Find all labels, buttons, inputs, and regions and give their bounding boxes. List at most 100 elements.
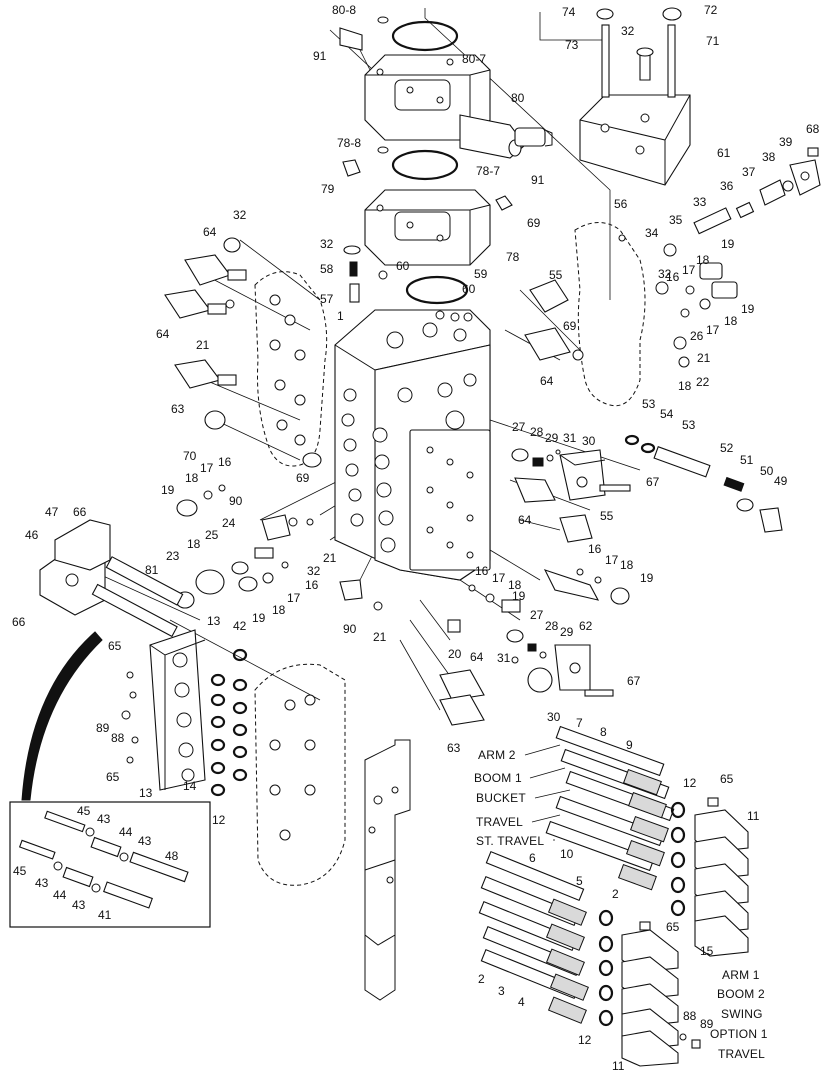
part-label: 88 [111, 731, 125, 745]
part-label: 51 [740, 453, 754, 467]
curved-arrow-indicator [21, 631, 103, 801]
o-ring-grid [210, 648, 248, 797]
left-section-block [39, 519, 206, 791]
group-labels-lower: ARM 1 BOOM 2 SWING OPTION 1 TRAVEL [710, 968, 768, 1061]
part-label: 59 [474, 267, 488, 281]
part-label: 5 [576, 874, 583, 888]
group-label-boom-2: BOOM 2 [717, 987, 765, 1001]
part-label: 2 [478, 972, 485, 986]
part-label: 89 [700, 1017, 714, 1031]
part-label: 88 [683, 1009, 697, 1023]
part-label: 43 [72, 898, 86, 912]
part-label: 32 [320, 237, 334, 251]
part-label: 64 [540, 374, 554, 388]
part-label: 10 [560, 847, 574, 861]
part-label: 21 [196, 338, 210, 352]
part-label: 90 [229, 494, 243, 508]
part-labels-center-right: 53 54 53 52 51 50 49 27 28 29 31 30 67 6… [512, 397, 788, 585]
part-label: 41 [98, 908, 112, 922]
spool-plate-upper [364, 739, 411, 946]
spools-lower-group [364, 850, 589, 1024]
part-label: 44 [119, 825, 133, 839]
group-label-bucket: BUCKET [476, 791, 526, 805]
part-label: 19 [721, 237, 735, 251]
top-cover-80 [339, 16, 553, 159]
part-label: 37 [742, 165, 756, 179]
part-label: 13 [207, 614, 221, 628]
part-label: 18 [620, 558, 634, 572]
part-label: 68 [806, 122, 820, 136]
group-label-option-1: OPTION 1 [710, 1027, 768, 1041]
part-label: 90 [343, 622, 357, 636]
part-labels-center: 32 58 57 60 59 60 1 55 32 16 19 17 18 19… [320, 237, 755, 393]
part-label: 78-7 [476, 164, 500, 178]
part-label: 45 [13, 864, 27, 878]
part-label: 78-8 [337, 136, 361, 150]
part-label: 16 [666, 270, 680, 284]
part-label: 52 [720, 441, 734, 455]
part-label: 19 [252, 611, 266, 625]
part-label: 67 [627, 674, 641, 688]
caps-11-upper [670, 797, 749, 957]
group-label-travel-lower: TRAVEL [718, 1047, 765, 1061]
part-label: 27 [512, 420, 526, 434]
part-label: 91 [313, 49, 327, 63]
part-label: 32 [307, 564, 321, 578]
group-labels-upper: ARM 2 BOOM 1 BUCKET TRAVEL ST. TRAVEL [474, 744, 571, 848]
part-label: 43 [35, 876, 49, 890]
part-label: 69 [527, 216, 541, 230]
stud-57-58 [343, 245, 361, 303]
part-label: 21 [323, 551, 337, 565]
part-label: 58 [320, 262, 334, 276]
part-label: 11 [612, 1059, 625, 1073]
part-label: 15 [700, 944, 714, 958]
part-label: 28 [545, 619, 559, 633]
part-label: 64 [203, 225, 217, 239]
center-right-parts [511, 279, 783, 543]
part-labels-center-left: 90 24 25 18 23 81 19 18 17 16 32 21 90 2… [145, 494, 387, 644]
group-label-arm-2: ARM 2 [478, 748, 516, 762]
part-label: 16 [218, 455, 232, 469]
part-label: 30 [547, 710, 561, 724]
part-label: 65 [666, 920, 680, 934]
part-labels-spools-upper: 7 8 9 12 65 11 6 10 2 5 15 [529, 716, 760, 958]
part-label: 19 [741, 302, 755, 316]
part-label: 17 [605, 553, 619, 567]
part-label: 34 [645, 226, 659, 240]
part-label: 43 [97, 812, 111, 826]
part-label: 24 [222, 516, 236, 530]
part-label: 81 [145, 563, 159, 577]
part-label: 57 [320, 292, 334, 306]
part-label: 19 [161, 483, 175, 497]
main-valve-body-1 [334, 270, 491, 581]
group-label-arm-1: ARM 1 [722, 968, 760, 982]
part-labels-inset: 45 43 44 43 48 45 43 44 43 41 [13, 804, 179, 922]
group-label-swing: SWING [721, 1007, 763, 1021]
part-label: 65 [108, 639, 122, 653]
part-label: 3 [498, 984, 505, 998]
part-label: 32 [233, 208, 247, 222]
part-label: 61 [717, 146, 731, 160]
part-label: 63 [171, 402, 185, 416]
part-label: 43 [138, 834, 152, 848]
part-label: 17 [287, 591, 301, 605]
part-label: 25 [205, 528, 219, 542]
part-label: 91 [531, 173, 545, 187]
part-label: 27 [530, 608, 544, 622]
part-label: 50 [760, 464, 774, 478]
part-label: 11 [747, 809, 760, 823]
part-label: 17 [706, 323, 720, 337]
part-label: 17 [492, 571, 506, 585]
spools-upper-group [545, 725, 675, 891]
part-label: 19 [640, 571, 654, 585]
part-label: 89 [96, 721, 110, 735]
part-label: 18 [678, 379, 692, 393]
part-label: 45 [77, 804, 91, 818]
part-label: 8 [600, 725, 607, 739]
part-label: 70 [183, 449, 197, 463]
part-label: 28 [530, 425, 544, 439]
part-label: 73 [565, 38, 579, 52]
part-label: 80-7 [462, 52, 486, 66]
pilot-assembly-right [618, 147, 821, 368]
part-label: 49 [774, 474, 788, 488]
